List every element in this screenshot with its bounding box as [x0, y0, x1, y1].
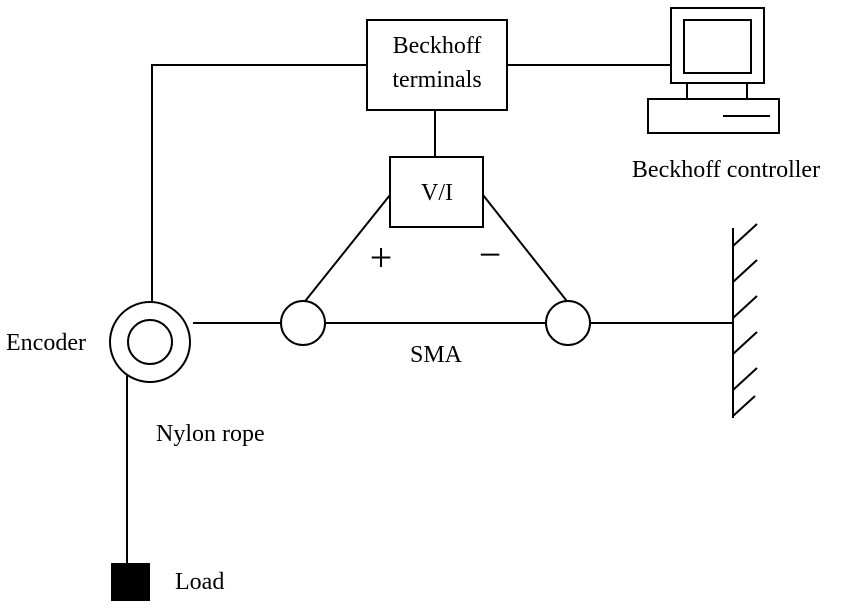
- encoder: [109, 301, 191, 383]
- wiring: [126, 64, 733, 563]
- beckhoff-terminals: Beckhoff terminals: [366, 19, 508, 111]
- vi-negative-wire: [482, 194, 571, 306]
- vi-converter-label: V/I: [421, 180, 453, 206]
- negative-terminal-label: −: [479, 232, 502, 277]
- encoder-label: Encoder: [6, 330, 86, 356]
- beckhoff-terminals-box: [366, 19, 508, 111]
- load-label: Load: [175, 569, 224, 595]
- sma-label: SMA: [410, 342, 463, 368]
- beckhoff-controller-label: Beckhoff controller: [632, 157, 820, 183]
- encoder-to-terminals-wire: [151, 64, 367, 305]
- nylon-rope-label: Nylon rope: [156, 421, 265, 447]
- right-pulley: [545, 300, 591, 346]
- encoder-inner-circle: [127, 319, 173, 365]
- left-pulley: [280, 300, 326, 346]
- vi-positive-wire: [301, 194, 391, 306]
- load-block: [111, 563, 150, 601]
- positive-terminal-label: +: [370, 235, 393, 280]
- beckhoff-terminals-label-line1: Beckhoff: [393, 33, 482, 59]
- encoder-outer-circle: [109, 301, 191, 383]
- beckhoff-terminals-label-line2: terminals: [392, 67, 481, 93]
- fixed-wall-icon: [732, 223, 758, 418]
- vi-converter: V/I: [389, 156, 484, 228]
- vi-converter-box: [389, 156, 484, 228]
- computer-icon: [647, 7, 780, 134]
